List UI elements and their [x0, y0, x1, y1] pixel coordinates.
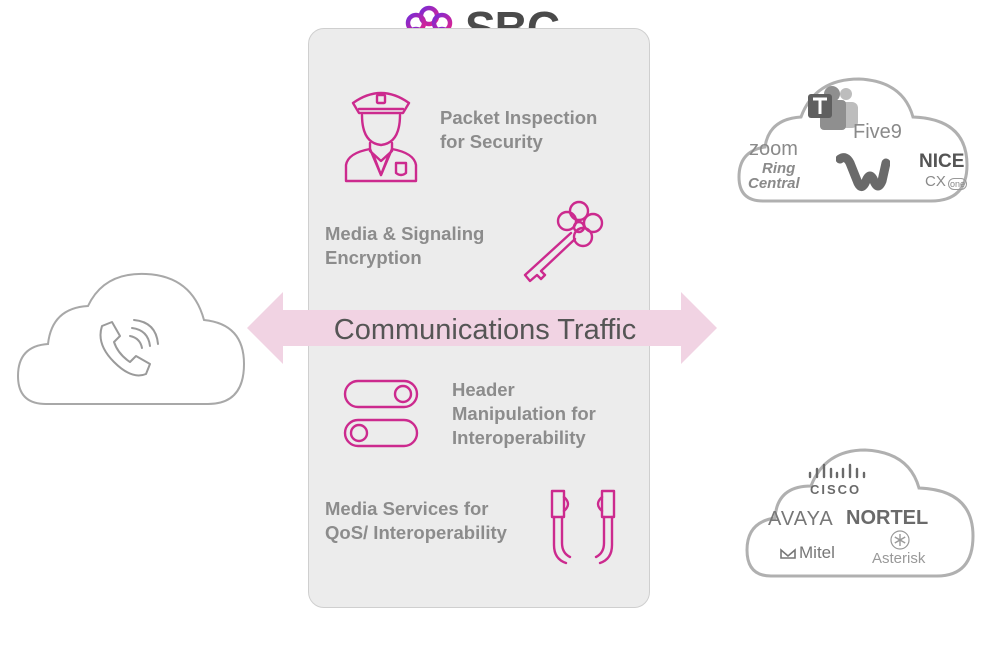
asterisk-logo-icon [890, 530, 910, 550]
toggle-switches-icon [343, 379, 419, 448]
traffic-arrow [247, 292, 717, 364]
phone-signal-icon [99, 319, 159, 377]
mitel-logo-icon [780, 548, 796, 559]
vendor-zoom: zoom [749, 138, 798, 160]
key-icon [523, 200, 604, 283]
earphones-icon [550, 489, 616, 565]
cloud-vendors-top [737, 77, 969, 203]
feature-media-label: Media Services for QoS/ Interoperability [325, 498, 507, 543]
traffic-label: Communications Traffic [333, 314, 637, 346]
feature-encryption-label: Media & Signaling Encryption [325, 223, 485, 268]
cisco-bars-icon [808, 463, 866, 479]
feature-security-label: Packet Inspection for Security [440, 107, 598, 152]
vendor-nortel: NORTEL [846, 507, 929, 529]
webex-logo-icon [836, 153, 890, 191]
phone-cloud [16, 272, 246, 405]
vendor-cx: CX [925, 173, 946, 190]
vendor-ring: Ring [762, 160, 796, 177]
feature-header-label: Header Manipulation for Interoperability [452, 379, 596, 448]
vendor-asterisk: Asterisk [872, 550, 926, 567]
cloud-vendors-bottom [745, 448, 975, 578]
vendor-mitel: Mitel [799, 543, 835, 562]
police-officer-icon [344, 91, 418, 183]
vendor-cisco: cisco [810, 482, 862, 497]
vendor-five9: Five9 [853, 121, 902, 143]
vendor-nice: NICE [919, 151, 965, 172]
vendor-cx-one: one [948, 178, 968, 190]
vendor-avaya: AVAYA [768, 508, 834, 530]
vendor-central: Central [748, 175, 800, 192]
teams-logo-icon [808, 86, 858, 130]
